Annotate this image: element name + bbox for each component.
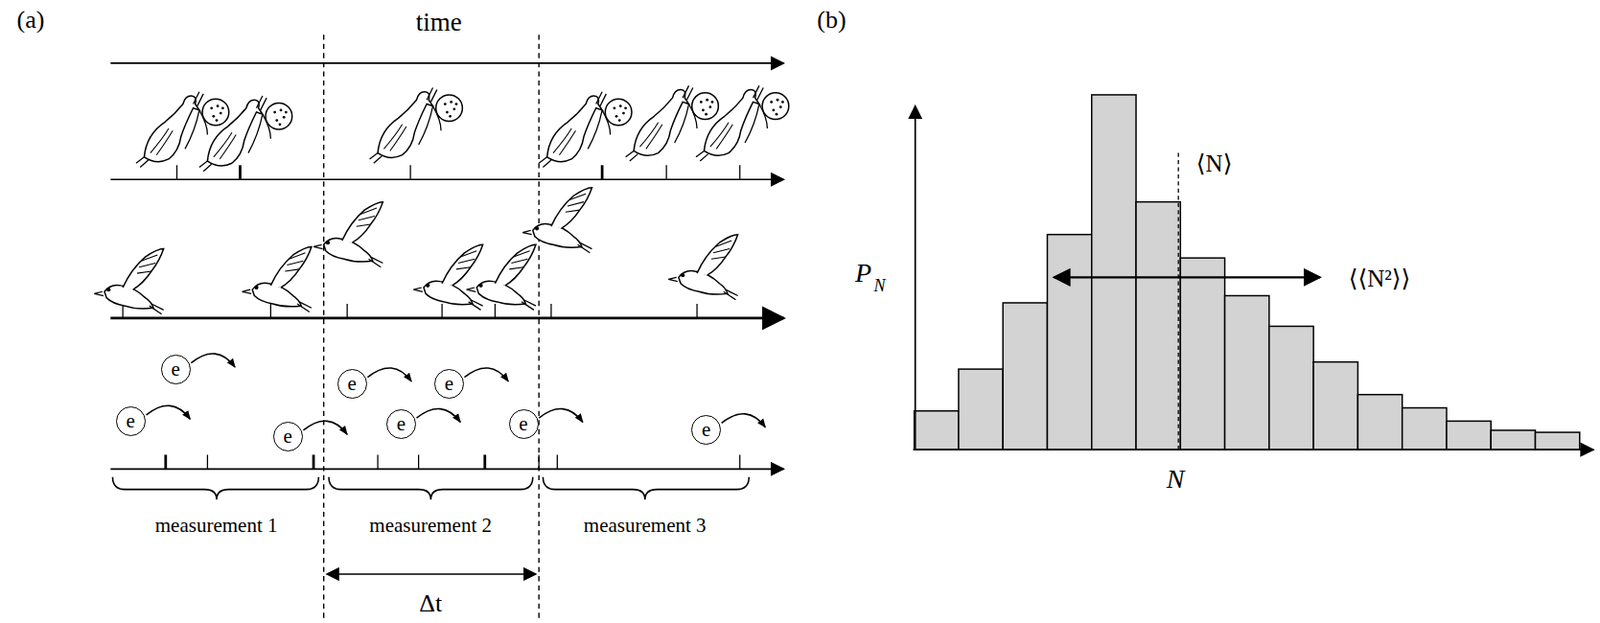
mean-line xyxy=(1178,153,1180,450)
histogram-bar xyxy=(1091,94,1137,450)
electron-circle: e xyxy=(509,409,539,440)
electron-circle: e xyxy=(434,369,464,399)
hop-arrow xyxy=(464,368,510,382)
tick xyxy=(347,303,348,319)
tick xyxy=(312,454,316,469)
electron-label: e xyxy=(396,414,406,435)
tick xyxy=(270,303,272,319)
electron-circle: e xyxy=(115,406,146,437)
electron-label: e xyxy=(347,373,357,395)
x-axis xyxy=(913,448,1595,451)
electron-circle: e xyxy=(161,354,191,385)
axis-label: P xyxy=(855,259,872,287)
tick xyxy=(550,303,552,319)
measurement-label: measurement 3 xyxy=(583,515,707,536)
panel-label: (a) xyxy=(16,7,45,33)
histogram-bar xyxy=(1357,394,1402,450)
axis-label: N xyxy=(1166,465,1185,493)
variance-label: ⟨⟨N²⟩⟩ xyxy=(1348,265,1412,290)
tick xyxy=(739,164,741,180)
electron-circle: e xyxy=(337,369,368,399)
histogram-bar xyxy=(958,369,1003,450)
tick xyxy=(238,164,242,180)
histogram-bar xyxy=(1046,234,1091,450)
measurement-braces xyxy=(112,477,749,500)
electron-label: e xyxy=(518,414,528,435)
window-boundary xyxy=(323,34,325,619)
electron-circle: e xyxy=(386,409,417,440)
time-axis xyxy=(110,62,784,65)
timeline xyxy=(110,178,784,181)
interval-arrow xyxy=(326,573,536,576)
histogram-bar xyxy=(1180,257,1225,450)
tick xyxy=(601,164,604,180)
hop-arrows xyxy=(146,353,766,435)
tick xyxy=(409,164,411,180)
histogram-bar xyxy=(1402,408,1447,451)
event-ticks xyxy=(122,164,741,469)
tick xyxy=(538,454,540,469)
tick xyxy=(176,164,178,180)
electron-circle: e xyxy=(691,415,721,445)
tick xyxy=(556,454,558,469)
electron-label: e xyxy=(126,411,136,432)
tick xyxy=(666,164,668,180)
axis-subscript: N xyxy=(874,277,886,295)
hop-arrow xyxy=(721,414,766,428)
tick xyxy=(494,303,496,319)
tick xyxy=(695,303,697,319)
histogram-bar xyxy=(1002,302,1047,450)
histogram-bar xyxy=(1225,296,1270,451)
measurement-label: measurement 2 xyxy=(369,515,492,536)
hop-arrow xyxy=(417,408,462,422)
electron-label: e xyxy=(701,419,711,441)
axis-title: time xyxy=(416,9,463,36)
electron-label: e xyxy=(170,359,180,380)
tick xyxy=(440,303,442,319)
tick xyxy=(417,454,419,469)
histogram-bar xyxy=(1136,202,1181,451)
tick xyxy=(376,454,378,469)
hop-arrow xyxy=(538,408,583,422)
tick xyxy=(163,454,167,469)
variance-arrow xyxy=(1053,276,1321,279)
histogram-bars xyxy=(914,94,1580,450)
hop-arrow xyxy=(302,420,348,435)
histogram-bar xyxy=(1269,325,1314,450)
interval-label: Δt xyxy=(418,591,442,617)
electron-label: e xyxy=(444,373,454,395)
panel-label: (b) xyxy=(816,7,846,33)
histogram-bar xyxy=(1446,420,1491,450)
hop-arrow xyxy=(190,353,235,368)
hop-arrow xyxy=(146,405,191,419)
window-boundary xyxy=(537,34,539,619)
timeline xyxy=(110,468,784,471)
histogram-bar xyxy=(1313,362,1358,450)
mean-label: ⟨N⟩ xyxy=(1196,151,1233,176)
measurement-label: measurement 1 xyxy=(155,515,279,536)
histogram-bar xyxy=(914,411,959,450)
y-axis xyxy=(914,106,917,451)
hop-arrow xyxy=(367,368,412,382)
electron-circle: e xyxy=(273,421,303,452)
electron-label: e xyxy=(282,426,292,447)
histogram-bar xyxy=(1535,432,1580,450)
tick xyxy=(739,454,741,469)
timeline xyxy=(110,317,784,321)
tick xyxy=(207,454,209,469)
histogram-bar xyxy=(1490,430,1535,450)
tick xyxy=(483,454,487,469)
